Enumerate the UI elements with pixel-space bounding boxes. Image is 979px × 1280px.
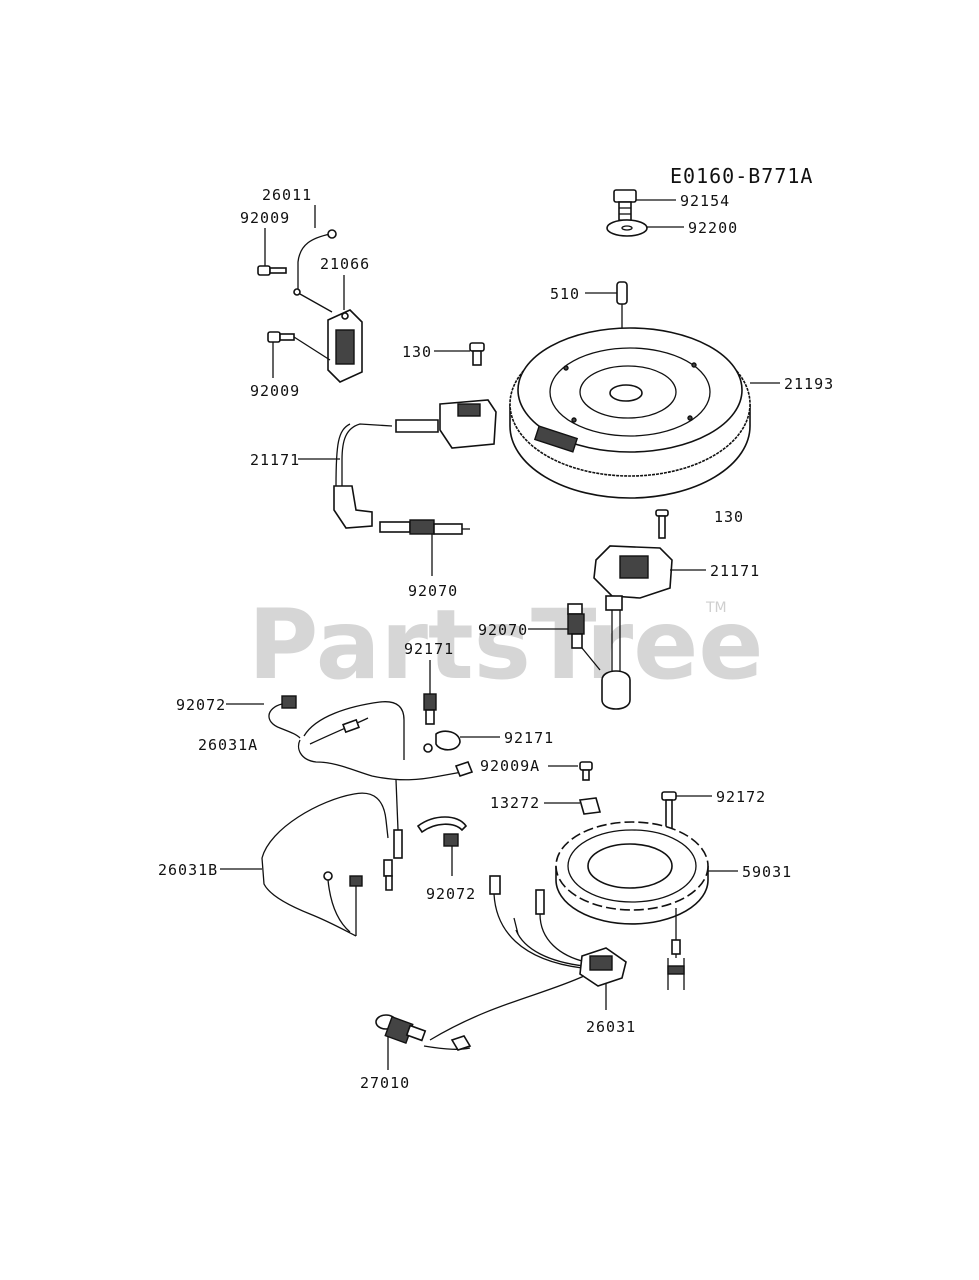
label-92070-right[interactable]: 92070 bbox=[478, 621, 528, 639]
lead-26011[interactable] bbox=[293, 205, 337, 296]
label-92200[interactable]: 92200 bbox=[688, 219, 738, 237]
terminal-92171-top[interactable] bbox=[423, 660, 437, 725]
label-26031B[interactable]: 26031B bbox=[158, 861, 218, 879]
label-92171-top[interactable]: 92171 bbox=[404, 640, 454, 658]
label-92172[interactable]: 92172 bbox=[716, 788, 766, 806]
label-510[interactable]: 510 bbox=[550, 285, 580, 303]
bolt-130-right[interactable] bbox=[655, 509, 669, 539]
label-92009-bottom[interactable]: 92009 bbox=[250, 382, 300, 400]
regulator-21066[interactable] bbox=[299, 275, 363, 383]
label-130-right[interactable]: 130 bbox=[714, 508, 744, 526]
label-13272[interactable]: 13272 bbox=[490, 794, 540, 812]
label-26031[interactable]: 26031 bbox=[586, 1018, 636, 1036]
label-26011[interactable]: 26011 bbox=[262, 186, 312, 204]
terminal-92171-bottom[interactable] bbox=[423, 730, 500, 753]
label-130-top[interactable]: 130 bbox=[402, 343, 432, 361]
clamp-13272[interactable] bbox=[544, 797, 602, 815]
watermark: PartsTree bbox=[248, 589, 763, 701]
label-27010[interactable]: 27010 bbox=[360, 1074, 410, 1092]
bolt-130-top[interactable] bbox=[434, 342, 485, 366]
switch-27010[interactable] bbox=[375, 1014, 427, 1070]
label-21171-right[interactable]: 21171 bbox=[710, 562, 760, 580]
washer-92200[interactable] bbox=[606, 219, 684, 237]
label-92171-bottom[interactable]: 92171 bbox=[504, 729, 554, 747]
label-26031A[interactable]: 26031A bbox=[198, 736, 258, 754]
spark-plug-92070-right[interactable] bbox=[528, 603, 601, 671]
ignition-coil-21171-left[interactable] bbox=[298, 399, 497, 529]
harness-26031[interactable] bbox=[423, 875, 627, 1051]
label-92072-top[interactable]: 92072 bbox=[176, 696, 226, 714]
harness-26031A[interactable] bbox=[297, 701, 474, 781]
label-92009A[interactable]: 92009A bbox=[480, 757, 540, 775]
label-21066[interactable]: 21066 bbox=[320, 255, 370, 273]
screw-92009A[interactable] bbox=[548, 761, 593, 781]
screw-92009-top[interactable] bbox=[257, 228, 287, 276]
harness-26031B[interactable] bbox=[220, 779, 403, 937]
screw-92172[interactable] bbox=[661, 791, 712, 831]
connector-92072-top[interactable] bbox=[226, 695, 301, 739]
diagram-code: E0160-B771A bbox=[670, 164, 813, 188]
label-92009-top[interactable]: 92009 bbox=[240, 209, 290, 227]
screw-92009-bottom[interactable] bbox=[267, 331, 331, 378]
label-21193[interactable]: 21193 bbox=[784, 375, 834, 393]
label-59031[interactable]: 59031 bbox=[742, 863, 792, 881]
watermark-trademark: TM bbox=[705, 600, 727, 616]
connector-92072-bottom[interactable] bbox=[416, 816, 468, 876]
flywheel-21193[interactable] bbox=[509, 327, 780, 499]
spark-plug-92070-left[interactable] bbox=[379, 519, 470, 576]
label-92154[interactable]: 92154 bbox=[680, 192, 730, 210]
stator-59031[interactable] bbox=[555, 821, 738, 990]
label-21171-left[interactable]: 21171 bbox=[250, 451, 300, 469]
label-92070-left[interactable]: 92070 bbox=[408, 582, 458, 600]
label-92072-bottom[interactable]: 92072 bbox=[426, 885, 476, 903]
ignition-coil-21171-right[interactable] bbox=[593, 545, 706, 710]
